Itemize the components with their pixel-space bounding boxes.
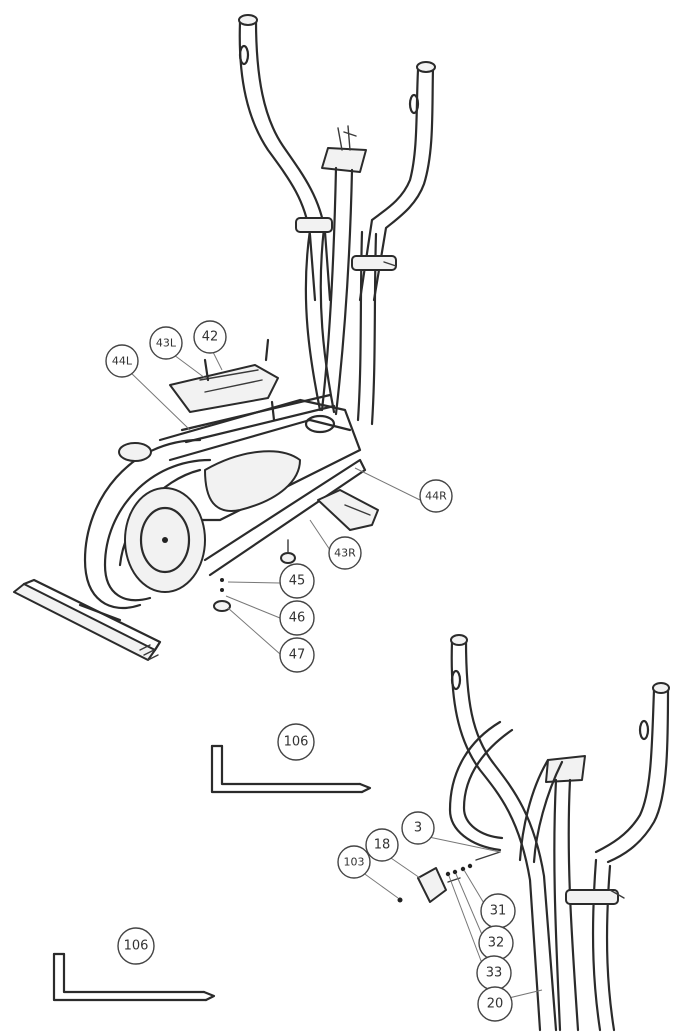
svg-text:43L: 43L bbox=[156, 337, 177, 350]
callout-32: 32 bbox=[478, 925, 514, 961]
svg-text:45: 45 bbox=[289, 574, 306, 589]
callout-31: 31 bbox=[480, 893, 516, 929]
svg-text:18: 18 bbox=[374, 838, 391, 853]
callout-103: 103 bbox=[337, 845, 371, 879]
svg-text:3: 3 bbox=[414, 821, 422, 836]
main-frame bbox=[148, 398, 367, 577]
svg-text:46: 46 bbox=[289, 611, 306, 626]
svg-text:103: 103 bbox=[344, 856, 365, 869]
flywheel-cover bbox=[83, 438, 212, 610]
allen-wrench-106-upper bbox=[210, 744, 372, 794]
leveler-fasteners bbox=[213, 539, 296, 612]
callout-3: 3 bbox=[401, 811, 435, 845]
callout-46: 46 bbox=[279, 600, 315, 636]
svg-text:43R: 43R bbox=[334, 547, 356, 560]
elliptical-trainer-assembly bbox=[13, 14, 436, 661]
callout-44L: 44L bbox=[105, 344, 139, 378]
svg-text:44L: 44L bbox=[112, 355, 133, 368]
callout-42: 42 bbox=[193, 320, 227, 354]
callout-45: 45 bbox=[279, 563, 315, 599]
left-pedal bbox=[169, 338, 279, 422]
svg-text:20: 20 bbox=[487, 997, 504, 1012]
callout-20: 20 bbox=[477, 986, 513, 1022]
allen-wrench-106-lower bbox=[52, 952, 216, 1002]
callout-47: 47 bbox=[279, 637, 315, 673]
rear-stabilizer bbox=[317, 489, 379, 531]
callout-18: 18 bbox=[365, 828, 399, 862]
top-leader-lines bbox=[127, 345, 421, 655]
svg-text:44R: 44R bbox=[425, 490, 447, 503]
right-handlebar bbox=[358, 61, 436, 302]
callout-43R: 43R bbox=[328, 536, 362, 570]
callout-44R: 44R bbox=[419, 479, 453, 513]
console-mast bbox=[320, 125, 367, 416]
callout-43L: 43L bbox=[149, 326, 183, 360]
callout-106-lower: 106 bbox=[117, 927, 155, 965]
pedal-slider bbox=[180, 393, 336, 444]
lower-arms bbox=[295, 217, 397, 426]
svg-text:106: 106 bbox=[284, 735, 309, 750]
svg-text:32: 32 bbox=[488, 936, 505, 951]
svg-text:42: 42 bbox=[202, 330, 219, 345]
callout-33: 33 bbox=[476, 955, 512, 991]
callout-106-upper: 106 bbox=[277, 723, 315, 761]
left-handlebar bbox=[238, 14, 332, 302]
handlebar-detail-assembly bbox=[397, 634, 670, 1032]
bottom-leader-lines bbox=[361, 835, 543, 1004]
svg-text:31: 31 bbox=[490, 904, 507, 919]
svg-text:33: 33 bbox=[486, 966, 503, 981]
svg-text:106: 106 bbox=[124, 939, 149, 954]
svg-text:47: 47 bbox=[289, 648, 306, 663]
front-stabilizer bbox=[13, 578, 162, 661]
